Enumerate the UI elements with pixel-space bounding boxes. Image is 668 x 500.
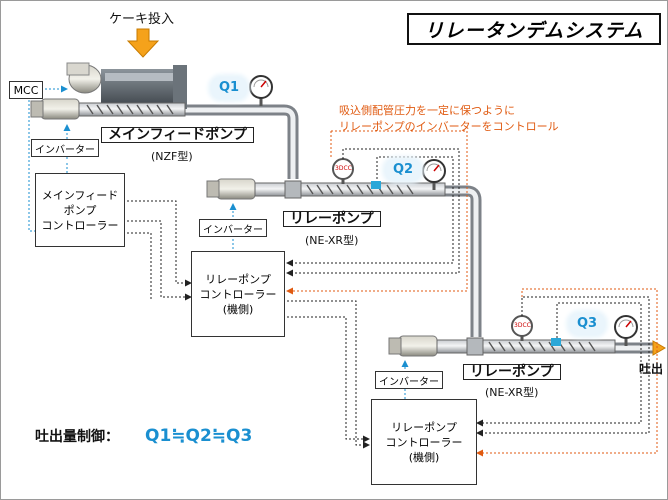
controller-line: リレーポンプ [391, 420, 457, 434]
inverter-box-main: インバーター [31, 139, 99, 157]
controller-line: (機側) [408, 450, 440, 464]
cake-input-arrow [126, 28, 160, 58]
note-line-1: 吸込側配管圧力を一定に保つように [339, 104, 515, 117]
relay-pump-1-name: リレーポンプ [283, 211, 381, 227]
controller-line: リレーポンプ [205, 272, 271, 286]
controller-line: メインフィード [41, 188, 119, 202]
flow-control-formula: Q1≒Q2≒Q3 [145, 426, 253, 446]
relay-pump-1-machine [206, 178, 446, 200]
flow-label-q1: Q1 [211, 77, 247, 99]
relay-pump-2-model: (NE-XR型) [485, 386, 539, 399]
relay-pump-1-model: (NE-XR型) [305, 234, 359, 247]
main-feed-pump-name: メインフィードポンプ [101, 127, 254, 143]
sensor-tag-2: 3DCC [514, 322, 531, 329]
discharge-label: 吐出 [639, 362, 664, 376]
controller-link-lines [123, 200, 370, 449]
main-feed-pump-model: (NZF型) [151, 150, 193, 163]
flow-label-q2: Q2 [385, 159, 421, 181]
pressure-gauge-3 [614, 315, 638, 346]
main-feed-pump-controller: メインフィード ポンプ コントローラー [35, 173, 125, 247]
relay-pump-2-name: リレーポンプ [463, 364, 561, 380]
flow-control-label: 吐出量制御： [35, 429, 119, 445]
main-feed-pump-machine [30, 62, 187, 120]
discharge-arrow [652, 340, 666, 356]
pressure-gauge-1 [249, 75, 273, 106]
relay-1-feedback-lines [286, 130, 468, 295]
controller-line: ポンプ [63, 203, 97, 217]
relay-2-feedback-lines [476, 288, 658, 457]
note-line-2: リレーポンプのインバーターをコントロール [339, 120, 559, 133]
relay-pump-controller-2: リレーポンプ コントローラー (機側) [371, 399, 477, 485]
controller-line: コントローラー [199, 287, 277, 301]
relay-pump-controller-1: リレーポンプ コントローラー (機側) [191, 251, 285, 337]
inverter-box-relay-2: インバーター [375, 371, 443, 389]
pressure-gauge-2 [422, 159, 446, 190]
diagram-title: リレータンデムシステム [407, 13, 661, 45]
sensor-tag-1: 3DCC [335, 165, 352, 172]
controller-line: (機側) [222, 302, 254, 316]
controller-line: コントローラー [41, 218, 119, 232]
cake-input-label: ケーキ投入 [109, 12, 175, 27]
flow-label-q3: Q3 [569, 313, 605, 335]
inverter-box-relay-1: インバーター [199, 219, 267, 237]
mcc-box: MCC [9, 81, 43, 99]
controller-line: コントローラー [385, 435, 463, 449]
relay-pump-2-machine [388, 335, 616, 357]
